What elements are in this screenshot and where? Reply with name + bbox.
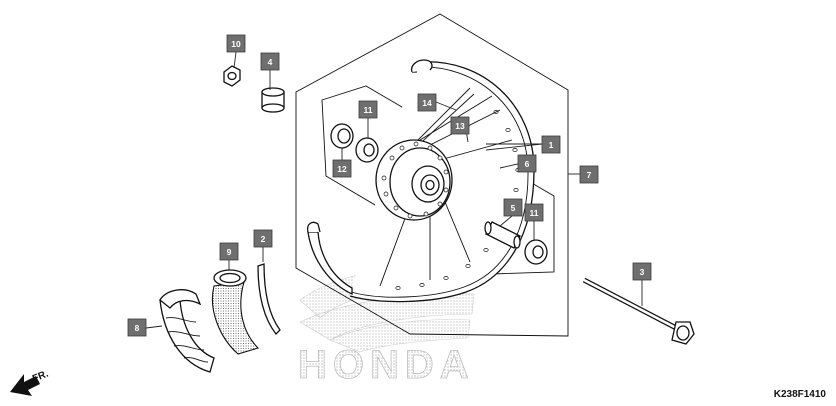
svg-text:9: 9 bbox=[227, 247, 232, 257]
svg-text:11: 11 bbox=[530, 208, 539, 218]
callout-3: 3 bbox=[632, 262, 652, 281]
callout-4: 4 bbox=[260, 52, 280, 71]
svg-text:1: 1 bbox=[549, 140, 554, 150]
svg-text:14: 14 bbox=[422, 98, 432, 108]
svg-text:12: 12 bbox=[337, 164, 347, 174]
callout-11-left: 11 bbox=[358, 100, 378, 119]
bearing-12 bbox=[330, 123, 354, 149]
bearing-11-right bbox=[524, 239, 548, 265]
bearing-11-left bbox=[355, 137, 379, 163]
callout-1: 1 bbox=[541, 135, 561, 154]
diagram-code: K238F1410 bbox=[773, 389, 826, 400]
assembly-outline-7 bbox=[295, 13, 569, 337]
rim-band-2 bbox=[257, 263, 281, 335]
callout-5: 5 bbox=[503, 198, 523, 217]
axle-3 bbox=[582, 277, 695, 345]
callout-13: 13 bbox=[450, 116, 470, 135]
callout-2: 2 bbox=[253, 229, 273, 248]
callout-12: 12 bbox=[332, 159, 352, 178]
collar-4 bbox=[261, 87, 285, 113]
callout-14: 14 bbox=[417, 93, 437, 112]
svg-text:3: 3 bbox=[640, 267, 645, 277]
callout-11-right: 11 bbox=[524, 203, 544, 222]
nut-10 bbox=[223, 65, 241, 87]
svg-text:10: 10 bbox=[231, 39, 241, 49]
spacer-5 bbox=[484, 221, 521, 249]
inner-tube-9 bbox=[211, 269, 260, 355]
svg-text:13: 13 bbox=[455, 121, 465, 131]
callout-10: 10 bbox=[226, 34, 246, 53]
svg-text:4: 4 bbox=[268, 57, 273, 67]
svg-text:11: 11 bbox=[364, 105, 373, 115]
svg-text:FR.: FR. bbox=[31, 368, 50, 384]
callout-9: 9 bbox=[219, 242, 239, 261]
svg-text:7: 7 bbox=[587, 170, 592, 180]
callout-6: 6 bbox=[517, 154, 537, 173]
callout-8: 8 bbox=[127, 318, 147, 337]
front-direction-arrow-icon: FR. bbox=[10, 368, 50, 396]
svg-text:2: 2 bbox=[261, 234, 266, 244]
svg-text:5: 5 bbox=[511, 203, 516, 213]
svg-text:8: 8 bbox=[135, 323, 140, 333]
wheel-hub bbox=[375, 139, 453, 221]
honda-brand-text: HONDA bbox=[298, 343, 475, 387]
svg-text:6: 6 bbox=[525, 159, 530, 169]
callout-7: 7 bbox=[579, 165, 599, 184]
hub-assembly-outline bbox=[321, 85, 555, 275]
tire-8 bbox=[159, 289, 215, 373]
